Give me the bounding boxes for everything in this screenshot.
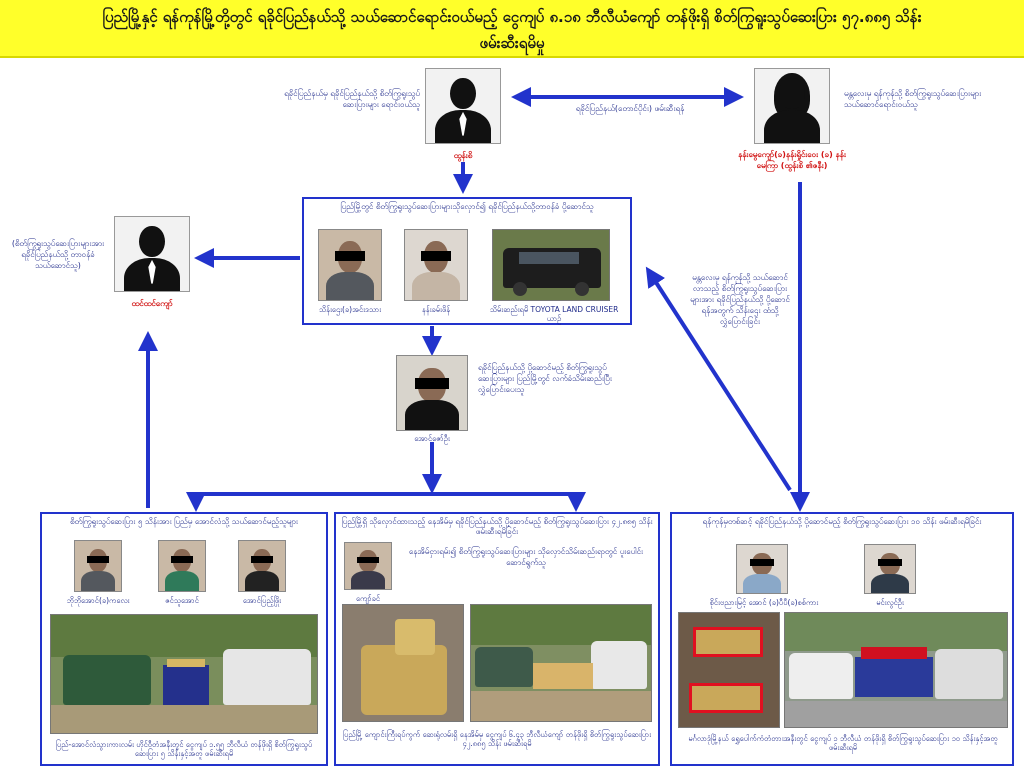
top-right-description: မန္တလေးမှ ရန်ကုန်သို့ စိတ်ကြွရူးသွပ်ဆေးပ… <box>844 89 982 109</box>
title-banner: ပြည်မြို့နှင့် ရန်ကုန်မြို့တို့တွင် ရခို… <box>0 0 1024 58</box>
bm-suspect-photo <box>344 542 392 590</box>
bottom-right-title: ရန်ကုန်မှတစ်ဆင့် ရခိုင်ပြည်နယ်သို့ ပို့ဆ… <box>702 517 982 526</box>
thun-si-silhouette <box>425 68 501 144</box>
br-suspect-photo-2 <box>864 544 916 594</box>
bm-seizure-photo <box>470 604 652 722</box>
thin-thin-kyaw-silhouette <box>114 216 190 292</box>
middle-box-title: ပြည်မြို့တွင် စိတ်ကြွရူးသွပ်ဆေးပြားများသ… <box>340 202 594 211</box>
middle-evidence-box: ပြည်မြို့တွင် စိတ်ကြွရူးသွပ်ဆေးပြားများသ… <box>302 197 632 325</box>
bottom-left-evidence-box: စိတ်ကြွရူးသွပ်ဆေးပြား ၅ သိန်းအား ပြည်မှ … <box>40 512 328 766</box>
thun-si-name: ထွန်းစိ <box>453 151 473 160</box>
bl-suspect-name-2: ဇင်သူအောင် <box>165 596 199 605</box>
br-seizure-photo <box>784 612 1008 728</box>
bl-suspect-name-1: ဘိုဘိုအောင်(ခ)ကလေး <box>66 596 130 605</box>
bottom-middle-title: ပြည်မြို့ရှိ သိုလှောင်ထားသည့် နေအိမ်မှ ရ… <box>341 517 653 536</box>
bm-suspect-name: ကျော်ခင် <box>355 594 381 603</box>
land-cruiser-photo <box>492 229 610 301</box>
bl-suspect-photo-1 <box>74 540 122 592</box>
bm-description: နေအိမ်ငှားရမ်း၍ စိတ်ကြွရူးသွပ်ဆေးပြားမျာ… <box>408 547 644 567</box>
vehicle-caption: သိမ်းဆည်းရမိ TOYOTA LAND CRUISER ယာဉ် <box>489 305 619 323</box>
br-suspect-name-1: စိုင်းဗညားမြင့် အောင် (ခ)ပီပီ(ခ)စစ်ကား <box>709 598 819 607</box>
aung-description: ရခိုင်ပြည်နယ်သို့ ပို့ဆောင်မည့် စိတ်ကြွရ… <box>478 363 612 394</box>
far-left-name: ထင်ထင်ကျော် <box>131 299 173 308</box>
suspect-name-2: နန်းခမ်းဖိန် <box>421 305 451 314</box>
br-packages-photo <box>678 612 780 728</box>
bl-seizure-photo <box>50 614 318 734</box>
bm-caption: ပြည်မြို့ ကျောင်းကြီးရပ်ကွက် ဆေးရုံလမ်းရ… <box>342 730 652 748</box>
bl-suspect-photo-2 <box>158 540 206 592</box>
far-left-description: (စိတ်ကြွရူးသွပ်ဆေးပြားများအား ရခိုင်ပြည်… <box>11 239 105 270</box>
bm-packages-photo <box>342 604 464 722</box>
title-line-2: ဖမ်းဆီးရမိမှု <box>479 34 545 52</box>
bl-suspect-photo-3 <box>238 540 286 592</box>
title-line-1: ပြည်မြို့နှင့် ရန်ကုန်မြို့တို့တွင် ရခို… <box>102 8 922 26</box>
top-link-label: ရခိုင်ပြည်နယ်(တောင်ပိုင်း) ဖမ်းဆီးရန် <box>575 104 685 113</box>
aung-name: အောင်ဇော်ဦး <box>414 434 450 443</box>
right-side-description: မန္တလေးမှ ရန်ကုန်သို့ သယ်ဆောင်လာသည့် စိတ… <box>690 273 790 326</box>
female-silhouette <box>754 68 830 144</box>
br-caption: မင်္ဂလာဒုံမြို့နယ် ရွှေပေါက်ကံတံတားအနီးတ… <box>688 734 998 752</box>
bl-caption: ပြည်-အောင်လံသွားကားလမ်း ဟိုင်ဝီတံအနီးတွင… <box>55 740 313 758</box>
bl-suspect-name-3: အောင်ပြည့်ဖြိုး <box>242 596 282 605</box>
suspect-photo-2 <box>404 229 468 301</box>
br-suspect-name-2: မင်းလွင်ဦး <box>876 598 904 607</box>
bottom-right-evidence-box: ရန်ကုန်မှတစ်ဆင့် ရခိုင်ပြည်နယ်သို့ ပို့ဆ… <box>670 512 1014 766</box>
aung-zaw-oo-photo <box>396 355 468 431</box>
bottom-left-title: စိတ်ကြွရူးသွပ်ဆေးပြား ၅ သိန်းအား ပြည်မှ … <box>70 517 298 526</box>
br-suspect-photo-1 <box>736 544 788 594</box>
suspect-name-1: သိန်းဌေး(ခ)အင်းဒသား <box>318 305 382 314</box>
female-suspect-name: နန်းမွေကျော်(ခ)နန်းရှိုင်းဝေး (ခ) နန်းမေ… <box>738 150 846 170</box>
suspect-photo-1 <box>318 229 382 301</box>
bottom-middle-evidence-box: ပြည်မြို့ရှိ သိုလှောင်ထားသည့် နေအိမ်မှ ရ… <box>334 512 660 766</box>
top-left-description: ရခိုင်ပြည်နယ်မှ ရခိုင်ပြည်နယ်သို့ စိတ်ကြ… <box>284 89 420 109</box>
